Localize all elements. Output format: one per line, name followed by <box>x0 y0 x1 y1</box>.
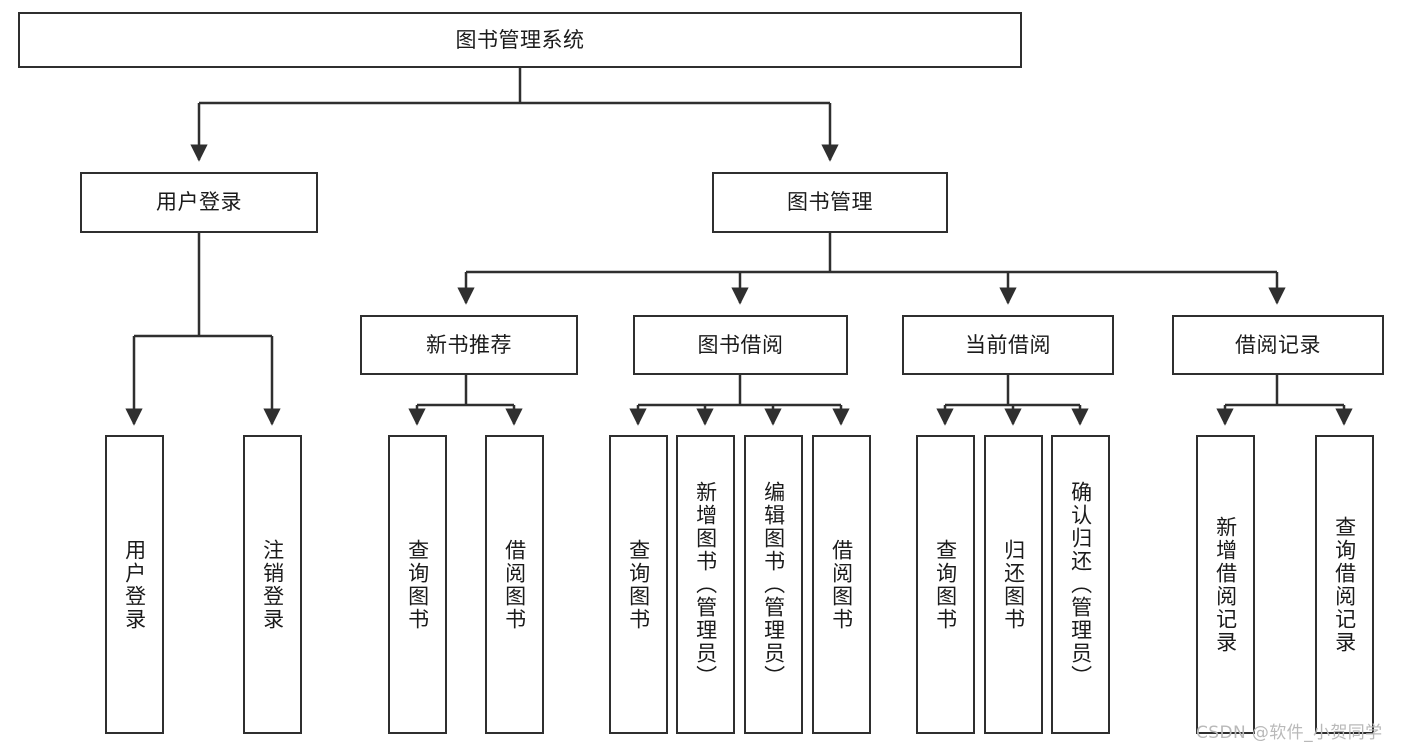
node-leaf-query-book-1-label: 查询图书 <box>405 538 430 631</box>
node-user-login[interactable]: 用户登录 <box>80 172 318 233</box>
node-borrow-record[interactable]: 借阅记录 <box>1172 315 1384 375</box>
node-leaf-return-book[interactable]: 归还图书 <box>984 435 1043 734</box>
node-leaf-logout-label: 注销登录 <box>260 538 285 631</box>
node-book-borrow[interactable]: 图书借阅 <box>633 315 848 375</box>
node-new-book-recommend[interactable]: 新书推荐 <box>360 315 578 375</box>
node-leaf-edit-book[interactable]: 编辑图书（管理员） <box>744 435 803 734</box>
watermark: CSDN @软件_小贺同学 <box>1196 723 1383 743</box>
node-user-login-label: 用户登录 <box>156 190 242 215</box>
node-root-label: 图书管理系统 <box>455 27 585 52</box>
node-book-management[interactable]: 图书管理 <box>712 172 948 233</box>
node-current-borrow[interactable]: 当前借阅 <box>902 315 1114 375</box>
node-leaf-login-label: 用户登录 <box>122 538 147 631</box>
node-book-borrow-label: 图书借阅 <box>697 332 784 357</box>
node-leaf-query-book-3[interactable]: 查询图书 <box>916 435 975 734</box>
node-leaf-borrow-book-1-label: 借阅图书 <box>502 538 527 631</box>
node-current-borrow-label: 当前借阅 <box>965 332 1051 357</box>
node-leaf-add-record[interactable]: 新增借阅记录 <box>1196 435 1255 734</box>
node-leaf-return-book-label: 归还图书 <box>1001 538 1026 631</box>
node-root[interactable]: 图书管理系统 <box>18 12 1022 68</box>
node-leaf-logout[interactable]: 注销登录 <box>243 435 302 734</box>
node-leaf-confirm-return-label: 确认归还（管理员） <box>1068 481 1093 688</box>
node-leaf-login[interactable]: 用户登录 <box>105 435 164 734</box>
node-leaf-add-book-label: 新增图书（管理员） <box>693 481 718 688</box>
node-leaf-query-book-2[interactable]: 查询图书 <box>609 435 668 734</box>
node-leaf-add-book[interactable]: 新增图书（管理员） <box>676 435 735 734</box>
node-leaf-query-book-1[interactable]: 查询图书 <box>388 435 447 734</box>
node-leaf-edit-book-label: 编辑图书（管理员） <box>761 481 786 688</box>
node-leaf-borrow-book-1[interactable]: 借阅图书 <box>485 435 544 734</box>
node-leaf-borrow-book-2-label: 借阅图书 <box>829 538 854 631</box>
node-book-management-label: 图书管理 <box>787 190 873 215</box>
node-leaf-query-record-label: 查询借阅记录 <box>1332 515 1357 654</box>
node-leaf-query-record[interactable]: 查询借阅记录 <box>1315 435 1374 734</box>
node-new-book-recommend-label: 新书推荐 <box>426 332 512 357</box>
node-leaf-add-record-label: 新增借阅记录 <box>1213 515 1238 654</box>
node-leaf-borrow-book-2[interactable]: 借阅图书 <box>812 435 871 734</box>
node-borrow-record-label: 借阅记录 <box>1235 332 1321 357</box>
node-leaf-confirm-return[interactable]: 确认归还（管理员） <box>1051 435 1110 734</box>
node-leaf-query-book-2-label: 查询图书 <box>626 538 651 631</box>
node-leaf-query-book-3-label: 查询图书 <box>933 538 958 631</box>
